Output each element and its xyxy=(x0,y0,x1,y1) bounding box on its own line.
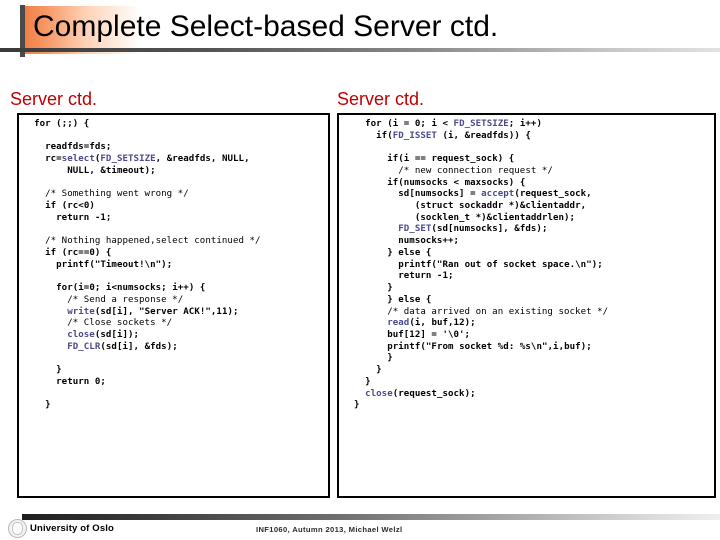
right-code-block: for (i = 0; i < FD_SETSIZE; i++) if(FD_I… xyxy=(337,113,716,498)
right-column-heading: Server ctd. xyxy=(337,89,425,109)
course-credit-text: INF1060, Autumn 2013, Michael Welzl xyxy=(256,525,403,534)
uio-seal-icon xyxy=(8,519,27,538)
left-code-block: for (;;) { readfds=fds; rc=select(FD_SET… xyxy=(17,113,330,498)
title-divider-rule xyxy=(0,48,720,52)
left-code-text: for (;;) { readfds=fds; rc=select(FD_SET… xyxy=(23,119,261,411)
right-code-text: for (i = 0; i < FD_SETSIZE; i++) if(FD_I… xyxy=(343,119,609,411)
left-column-heading: Server ctd. xyxy=(10,89,98,109)
slide-header: Complete Select-based Server ctd. xyxy=(0,0,720,60)
page-title: Complete Select-based Server ctd. xyxy=(33,10,499,43)
institution-name: University of Oslo xyxy=(30,523,114,534)
title-accent-gradient-block xyxy=(21,6,141,54)
title-accent-vertical-bar xyxy=(20,5,25,57)
uio-seal-inner-shield xyxy=(12,522,23,535)
footer-divider-rule xyxy=(22,514,720,520)
